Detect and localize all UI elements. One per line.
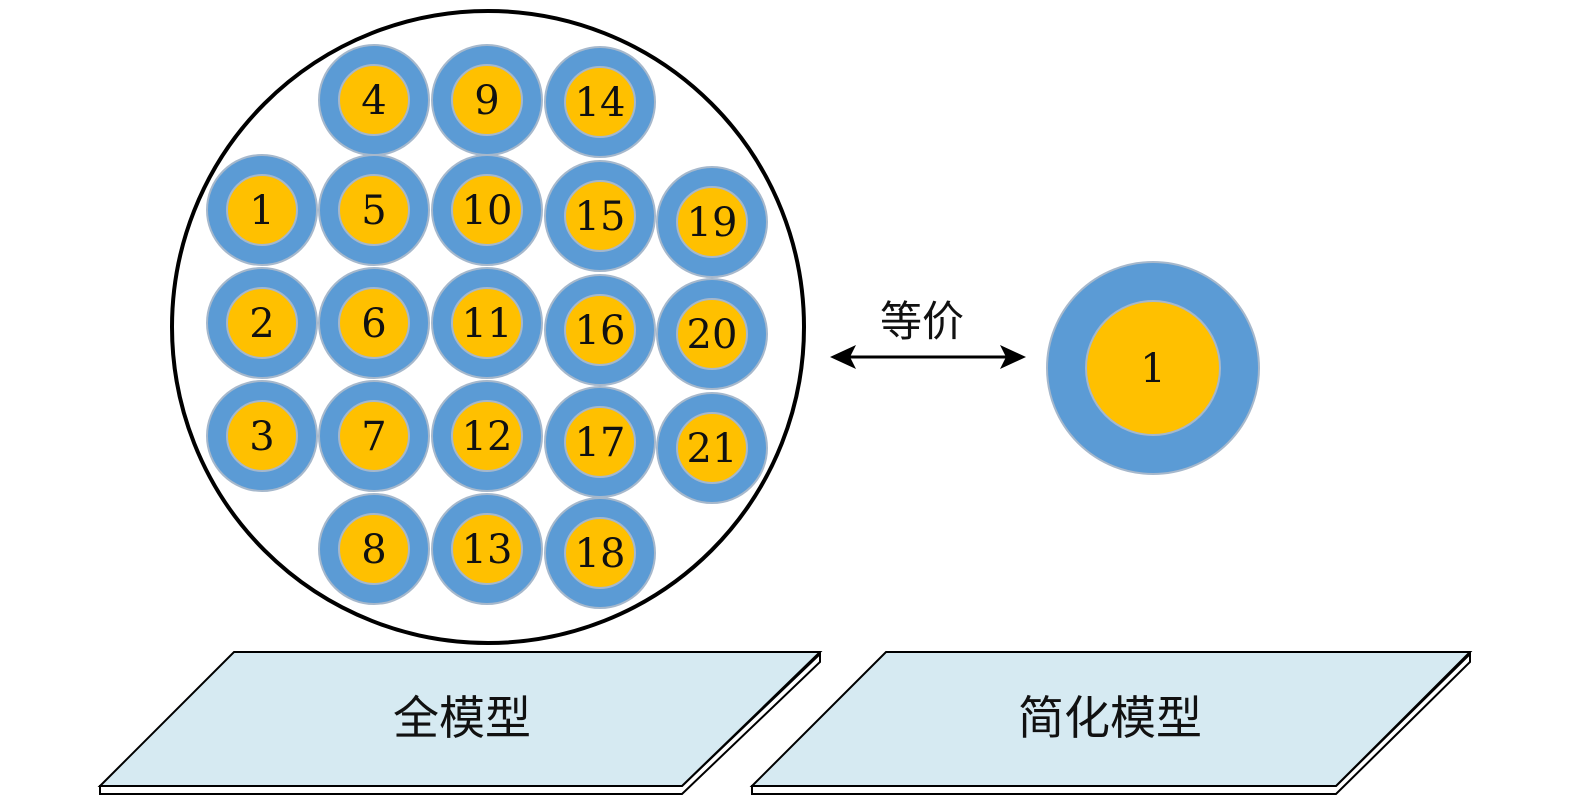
full-model-conductor: 15: [544, 160, 656, 272]
full-model-conductor-label: 4: [361, 78, 386, 124]
simplified-model-platform: 简化模型: [749, 651, 1473, 795]
equivalence-label: 等价: [880, 297, 964, 346]
full-model-conductor: 9: [431, 44, 543, 156]
full-model-conductor-core: [676, 412, 748, 484]
full-model-conductor: 1: [206, 154, 318, 266]
full-model-conductor-core: [451, 513, 523, 585]
full-model-conductor-core: [451, 400, 523, 472]
full-model-conductor-core: [338, 64, 410, 136]
full-model-conductor: 16: [544, 274, 656, 386]
full-model-conductor-label: 18: [575, 531, 626, 577]
full-model-conductor-label: 16: [575, 308, 626, 354]
full-model-conductor: 17: [544, 386, 656, 498]
full-model-conductor: 3: [206, 380, 318, 492]
full-model-conductor: 13: [431, 493, 543, 605]
full-model-conductor-core: [564, 294, 636, 366]
full-model-conductor-core: [564, 406, 636, 478]
simplified-model-conductor: 1: [1046, 261, 1260, 475]
full-model-conductor-core: [451, 174, 523, 246]
arrow-head-right: [1000, 345, 1026, 369]
full-model-conductor-label: 5: [361, 188, 386, 234]
full-model-conductor-label: 7: [361, 414, 386, 460]
full-model-conductor-core: [338, 400, 410, 472]
full-model-conductor-label: 19: [687, 200, 738, 246]
full-model-conductor: 10: [431, 154, 543, 266]
full-model-conductor-label: 14: [575, 80, 626, 126]
full-model-conductor-core: [226, 400, 298, 472]
full-model-conductor-core: [676, 298, 748, 370]
full-model-conductor-core: [226, 287, 298, 359]
full-model-conductor-label: 10: [462, 188, 513, 234]
full-model-conductor-core: [226, 174, 298, 246]
full-model-conductor: 5: [318, 154, 430, 266]
full-model-conductor-label: 2: [249, 301, 274, 347]
full-model-conductor-core: [451, 64, 523, 136]
full-model-conductor-label: 9: [474, 78, 499, 124]
full-model-conductor-core: [676, 186, 748, 258]
full-model-conductor-core: [338, 174, 410, 246]
full-model-conductor-label: 8: [361, 527, 386, 573]
full-model-conductor-label: 13: [462, 527, 513, 573]
full-model-platform-top: [97, 651, 823, 787]
full-model-conductor-label: 17: [575, 420, 626, 466]
full-model-conductor: 18: [544, 497, 656, 609]
full-model-conductor: 11: [431, 267, 543, 379]
full-model-platform: 全模型: [97, 651, 823, 795]
bundle-enclosure: [170, 9, 806, 645]
simplified-model-conductor-core: [1085, 300, 1221, 436]
full-model-conductor-core: [564, 180, 636, 252]
full-model-conductor: 2: [206, 267, 318, 379]
full-model-conductor-core: [338, 287, 410, 359]
equivalence-arrow: 等价: [830, 297, 1026, 369]
full-model-conductor: 21: [656, 392, 768, 504]
full-model-conductor-label: 3: [249, 414, 274, 460]
full-model-conductor: 19: [656, 166, 768, 278]
full-model-conductor-label: 11: [462, 301, 513, 347]
simplified-model-conductors: 1: [1046, 261, 1260, 475]
full-model-conductor-core: [451, 287, 523, 359]
arrow-head-left: [830, 345, 856, 369]
full-model-conductor-label: 6: [361, 301, 386, 347]
full-model-conductor: 7: [318, 380, 430, 492]
full-model-conductor-label: 12: [462, 414, 513, 460]
full-model-conductor-label: 20: [687, 312, 738, 358]
simplified-model-label: 简化模型: [1018, 691, 1202, 745]
full-model-conductor-label: 1: [249, 188, 274, 234]
simplified-model-conductor-label: 1: [1140, 346, 1165, 392]
full-model-conductor-label: 21: [687, 426, 738, 472]
full-model-conductor-core: [564, 66, 636, 138]
full-model-conductor-core: [564, 517, 636, 589]
simplified-model-platform-top: [749, 651, 1473, 787]
full-model-conductor-core: [338, 513, 410, 585]
full-model-label: 全模型: [393, 691, 531, 745]
full-model-conductor: 8: [318, 493, 430, 605]
full-model-conductor: 12: [431, 380, 543, 492]
full-model-conductor: 20: [656, 278, 768, 390]
full-model-conductor: 4: [318, 44, 430, 156]
full-model-conductor-label: 15: [575, 194, 626, 240]
full-model-conductor: 6: [318, 267, 430, 379]
full-model-conductor: 14: [544, 46, 656, 158]
